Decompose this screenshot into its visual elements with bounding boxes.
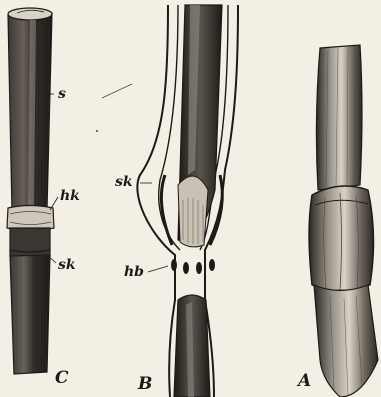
stem-c — [7, 8, 58, 374]
label-s: s — [58, 87, 66, 101]
panel-label-a: A — [298, 373, 311, 390]
stem-a — [309, 45, 378, 397]
label-sk-b: sk — [115, 175, 133, 189]
label-hb: hb — [124, 265, 144, 279]
panel-label-b: B — [138, 376, 152, 393]
label-sk-c: sk — [58, 258, 76, 272]
panel-label-c: C — [55, 370, 69, 387]
section-b — [96, 5, 238, 397]
label-hk: hk — [60, 189, 80, 203]
